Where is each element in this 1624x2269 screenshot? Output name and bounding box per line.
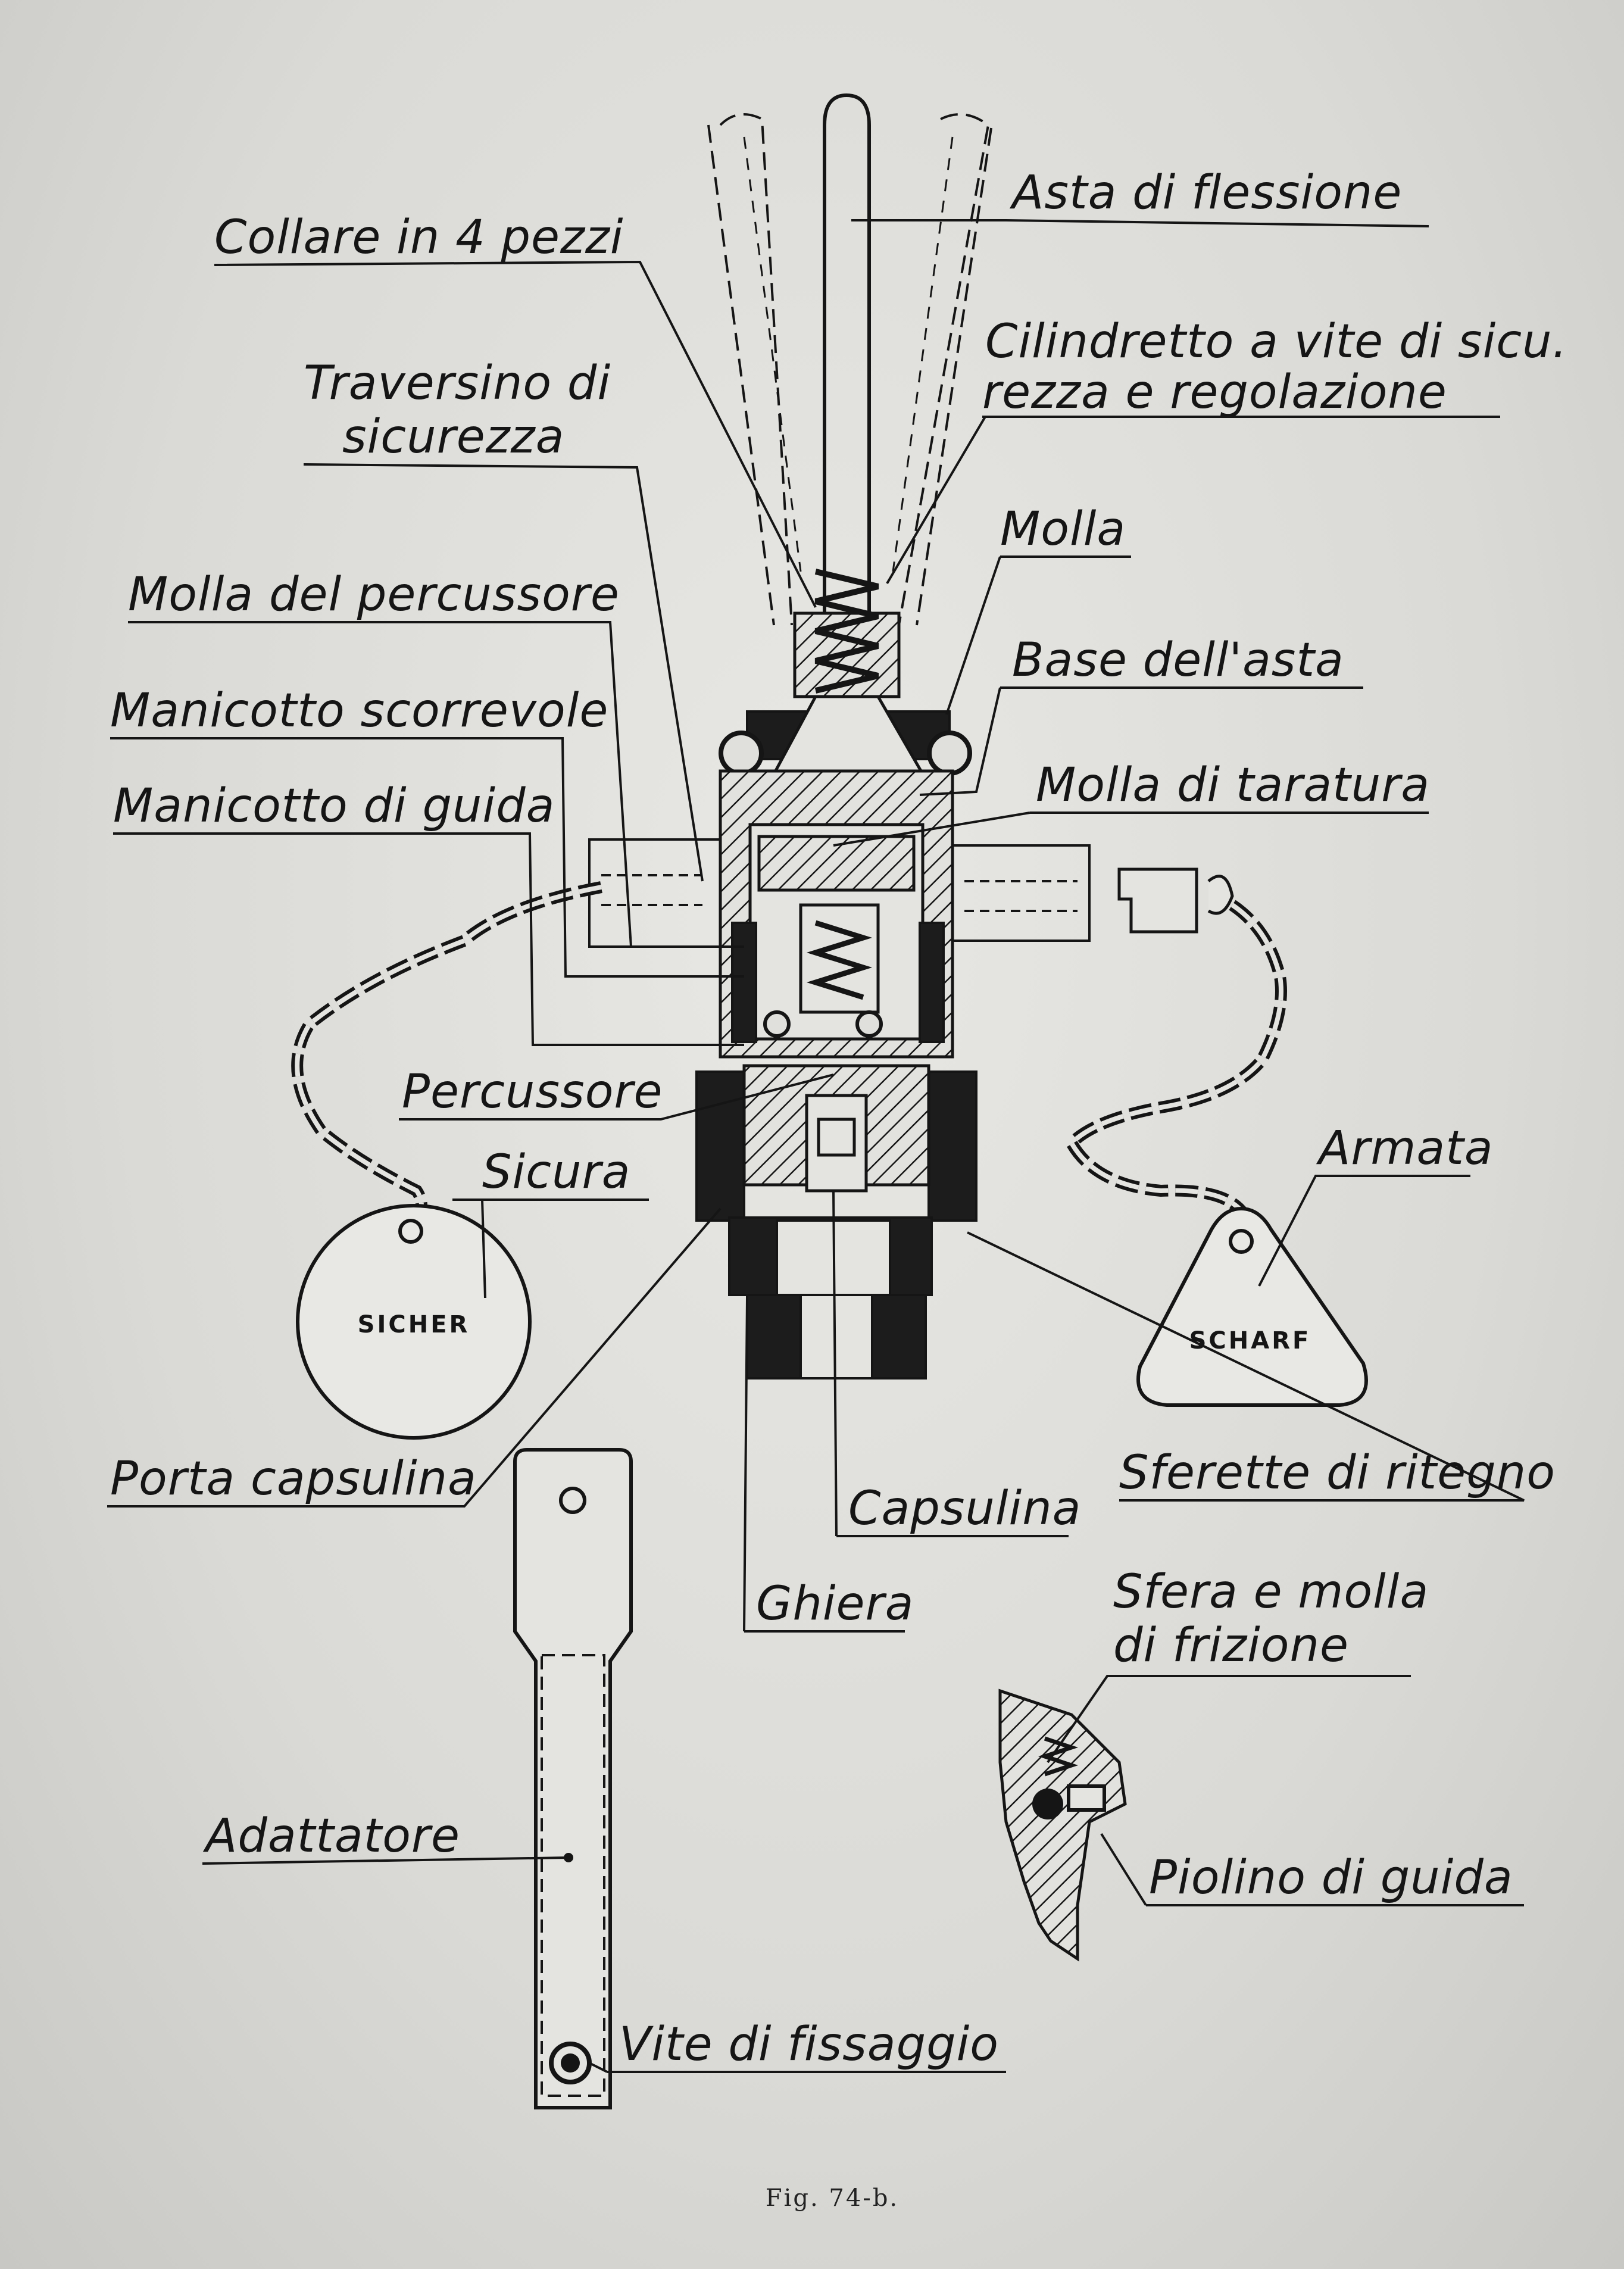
label-adattatore: Adattatore: [202, 1809, 460, 1863]
leader-lines: [107, 219, 1525, 2073]
label-traversino-2: sicurezza: [342, 410, 564, 464]
label-porta-capsulina: Porta capsulina: [110, 1452, 477, 1506]
label-manicotto-guida: Manicotto di guida: [113, 779, 555, 833]
label-armata: Armata: [1316, 1122, 1494, 1175]
flex-rod: [707, 93, 992, 626]
right-chain: [1064, 900, 1287, 1219]
figure-caption: Fig. 74-b.: [766, 2184, 899, 2212]
label-collare: Collare in 4 pezzi: [214, 211, 624, 264]
label-sferette: Sferette di ritegno: [1119, 1446, 1556, 1500]
label-cilindretto-1: Cilindretto a vite di sicu.: [985, 315, 1567, 369]
label-percussore: Percussore: [402, 1065, 663, 1119]
fuse-body: [719, 769, 954, 1059]
label-base-asta: Base dell'asta: [1012, 633, 1344, 687]
left-chain: [291, 881, 602, 1236]
adapter: [513, 1448, 633, 2109]
label-molla-percussore: Molla del percussore: [128, 568, 620, 622]
label-piolino: Piolino di guida: [1149, 1851, 1513, 1905]
fuse-lower-body: [695, 1064, 977, 1379]
labels: Asta di flessione Collare in 4 pezzi Cil…: [110, 166, 1567, 2071]
label-sfera-molla-2: di frizione: [1113, 1619, 1349, 1672]
label-capsulina: Capsulina: [848, 1482, 1081, 1535]
label-sicura: Sicura: [482, 1146, 630, 1199]
label-sfera-molla-1: Sfera e molla: [1113, 1565, 1429, 1619]
label-molla: Molla: [1000, 503, 1126, 556]
label-traversino-1: Traversino di: [304, 357, 611, 410]
collar: [719, 695, 972, 776]
label-ghiera: Ghiera: [756, 1577, 914, 1631]
label-molla-taratura: Molla di taratura: [1036, 759, 1430, 812]
sicher-tag-text: SICHER: [358, 1311, 470, 1338]
rod-spring: [793, 569, 901, 698]
label-asta-di-flessione: Asta di flessione: [1009, 166, 1402, 220]
label-cilindretto-2: rezza e regolazione: [982, 366, 1447, 419]
label-manicotto-scorrevole: Manicotto scorrevole: [110, 684, 608, 738]
scharf-tag: SCHARF: [1136, 1206, 1368, 1407]
friction-detail: [998, 1689, 1127, 1962]
label-vite-fissaggio: Vite di fissaggio: [619, 2018, 999, 2071]
sliding-sleeves: [588, 838, 1234, 948]
sicher-tag: SICHER: [296, 1204, 532, 1440]
scharf-tag-text: SCHARF: [1189, 1327, 1311, 1354]
